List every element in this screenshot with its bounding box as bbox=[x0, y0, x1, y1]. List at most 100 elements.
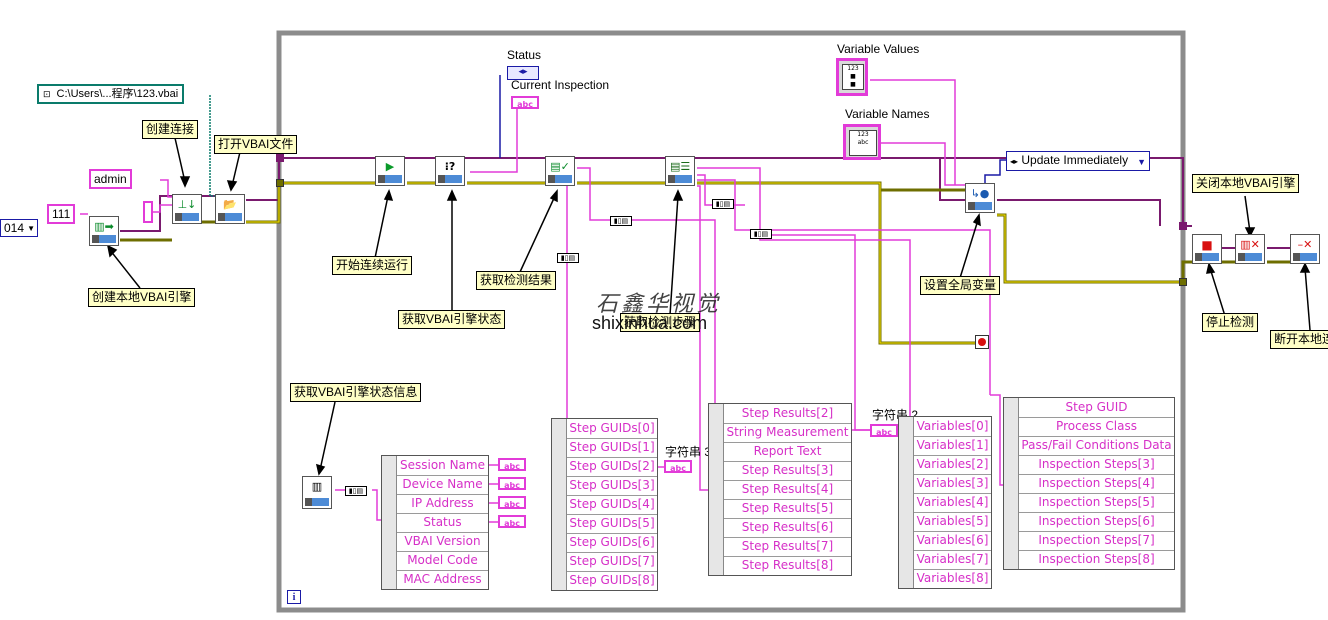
close-local-engine-node[interactable]: ▥✕ bbox=[1235, 234, 1265, 264]
string2-indicator[interactable]: abc bbox=[870, 424, 898, 437]
unbundle-element[interactable]: Inspection Steps[5] bbox=[1019, 493, 1174, 513]
unbundle-element[interactable]: VBAI Version bbox=[397, 532, 488, 552]
ip-address-indicator[interactable]: abc bbox=[498, 496, 526, 509]
unbundle-element[interactable]: Step GUIDs[0] bbox=[567, 419, 657, 439]
label-disconnect-local: 断开本地连 bbox=[1270, 330, 1328, 349]
get-engine-status-info-node[interactable]: ▥ bbox=[302, 476, 332, 509]
tunnel bbox=[1179, 278, 1187, 286]
unbundle-element[interactable]: Step Results[3] bbox=[724, 461, 851, 481]
vbai-base-icon bbox=[438, 175, 462, 183]
stop-inspection-node[interactable]: ■ bbox=[1192, 234, 1222, 264]
cluster-tunnel-icon: ▮▯▤ bbox=[557, 253, 579, 263]
vbai-base-icon bbox=[548, 175, 572, 183]
label-get-inspection-steps: 获取检测步骤 bbox=[620, 313, 701, 332]
tunnel bbox=[276, 179, 284, 187]
unbundle-element[interactable]: Step GUIDs[2] bbox=[567, 457, 657, 477]
unbundle-element[interactable]: Step Results[6] bbox=[724, 518, 851, 538]
code-constant[interactable]: 111 bbox=[47, 204, 76, 224]
update-mode-ring[interactable]: ◂▸ Update Immediately ▼ bbox=[1006, 151, 1150, 171]
unbundle-element[interactable]: Step GUIDs[3] bbox=[567, 476, 657, 496]
unbundle-element[interactable]: Variables[4] bbox=[914, 493, 991, 513]
path-constant[interactable]: ⊡C:\Users\...程序\123.vbai bbox=[37, 84, 185, 104]
dropdown-arrow-icon: ▼ bbox=[1137, 157, 1146, 167]
create-connection-node[interactable]: ⊥↓ bbox=[172, 194, 202, 224]
unbundle-element[interactable]: Inspection Steps[7] bbox=[1019, 531, 1174, 551]
unbundle-element[interactable]: Inspection Steps[4] bbox=[1019, 474, 1174, 494]
unbundle-element[interactable]: Variables[2] bbox=[914, 455, 991, 475]
label-open-vbai-file: 打开VBAI文件 bbox=[214, 135, 298, 154]
unbundle-element[interactable]: Variables[7] bbox=[914, 550, 991, 570]
unbundle-element[interactable]: Step GUIDs[6] bbox=[567, 533, 657, 553]
stop-icon: ■ bbox=[1201, 238, 1213, 252]
unbundle-element[interactable]: Variables[1] bbox=[914, 436, 991, 456]
open-vbai-file-node[interactable]: 📂 bbox=[215, 194, 245, 224]
loop-stop-terminal[interactable] bbox=[975, 335, 989, 349]
get-engine-status-node[interactable]: ⁝? bbox=[435, 156, 465, 186]
set-global-variable-node[interactable]: ↳● bbox=[965, 183, 995, 213]
unbundle-element[interactable]: Step Results[8] bbox=[741, 558, 834, 572]
label-set-global-variable: 设置全局变量 bbox=[920, 276, 1001, 295]
status-indicator-string[interactable]: abc bbox=[498, 515, 526, 528]
device-name-indicator[interactable]: abc bbox=[498, 477, 526, 490]
unbundle-element[interactable]: Variables[8] bbox=[916, 571, 989, 585]
unbundle-element[interactable]: Inspection Steps[3] bbox=[1019, 455, 1174, 475]
connect-icon: ⊥↓ bbox=[177, 198, 197, 211]
empty-string-constant[interactable] bbox=[143, 201, 153, 223]
get-inspection-steps-node[interactable]: ▤☰ bbox=[665, 156, 695, 186]
unbundle-element[interactable]: Session Name bbox=[397, 456, 488, 476]
unbundle-element[interactable]: IP Address bbox=[397, 494, 488, 514]
get-inspection-results-node[interactable]: ▤✓ bbox=[545, 156, 575, 186]
unbundle-element[interactable]: Step Results[7] bbox=[724, 537, 851, 557]
cluster-tunnel-icon: ▮▯▤ bbox=[750, 229, 772, 239]
unbundle-element[interactable]: Variables[0] bbox=[914, 417, 991, 437]
unbundle-element[interactable]: Step GUID bbox=[1019, 398, 1174, 418]
start-continuous-node[interactable]: ▶ bbox=[375, 156, 405, 186]
label-create-connection: 创建连接 bbox=[142, 120, 199, 139]
unbundle-element[interactable]: Model Code bbox=[397, 551, 488, 571]
unbundle-element[interactable]: Step Results[5] bbox=[724, 499, 851, 519]
step-guids-unbundle[interactable]: Step GUIDs[0]Step GUIDs[1]Step GUIDs[2]S… bbox=[551, 418, 658, 591]
unbundle-element[interactable]: Report Text bbox=[724, 442, 851, 462]
string3-indicator[interactable]: abc bbox=[664, 460, 692, 473]
unbundle-element[interactable]: Variables[6] bbox=[914, 531, 991, 551]
unbundle-element[interactable]: Step GUIDs[1] bbox=[567, 438, 657, 458]
unbundle-element[interactable]: Step Results[4] bbox=[724, 480, 851, 500]
user-constant[interactable]: admin bbox=[89, 169, 132, 189]
vbai-base-icon bbox=[175, 213, 199, 221]
vbai-base-icon bbox=[968, 202, 992, 210]
unbundle-element[interactable]: Step GUIDs[7] bbox=[567, 552, 657, 572]
variable-values-array[interactable]: 123■■ bbox=[836, 58, 868, 96]
results-check-icon: ▤✓ bbox=[550, 160, 570, 173]
create-local-engine-node[interactable]: ▥➡ bbox=[89, 216, 119, 246]
folder-open-icon: 📂 bbox=[223, 198, 237, 211]
unbundle-element[interactable]: Variables[3] bbox=[914, 474, 991, 494]
disconnect-icon: –✕ bbox=[1297, 238, 1313, 251]
unbundle-element[interactable]: MAC Address bbox=[403, 572, 482, 586]
unbundle-handle bbox=[382, 456, 397, 589]
current-inspection-indicator[interactable]: abc bbox=[511, 96, 539, 109]
unbundle-element[interactable]: Inspection Steps[8] bbox=[1038, 552, 1155, 566]
unbundle-element[interactable]: Step GUIDs[4] bbox=[567, 495, 657, 515]
variables-unbundle[interactable]: Variables[0]Variables[1]Variables[2]Vari… bbox=[898, 416, 992, 589]
unbundle-element[interactable]: Variables[5] bbox=[914, 512, 991, 532]
unbundle-element[interactable]: Device Name bbox=[397, 475, 488, 495]
unbundle-element[interactable]: Pass/Fail Conditions Data bbox=[1019, 436, 1174, 456]
disconnect-node[interactable]: –✕ bbox=[1290, 234, 1320, 264]
port-ring-constant[interactable]: 014 ▼ bbox=[0, 219, 38, 237]
status-indicator[interactable]: ◂▸ bbox=[507, 66, 539, 80]
cluster-tunnel-icon: ▮▯▤ bbox=[345, 486, 367, 496]
unbundle-element[interactable]: Step GUIDs[5] bbox=[567, 514, 657, 534]
unbundle-element[interactable]: Process Class bbox=[1019, 417, 1174, 437]
unbundle-element[interactable]: String Measurement bbox=[724, 423, 851, 443]
unbundle-element[interactable]: Inspection Steps[6] bbox=[1019, 512, 1174, 532]
unbundle-element[interactable]: Status bbox=[397, 513, 488, 533]
path-icon: ⊡ bbox=[43, 89, 51, 99]
unbundle-element[interactable]: Step Results[2] bbox=[724, 404, 851, 424]
loop-iteration-terminal: i bbox=[287, 590, 301, 604]
session-name-indicator[interactable]: abc bbox=[498, 458, 526, 471]
unbundle-element[interactable]: Step GUIDs[8] bbox=[569, 573, 655, 587]
